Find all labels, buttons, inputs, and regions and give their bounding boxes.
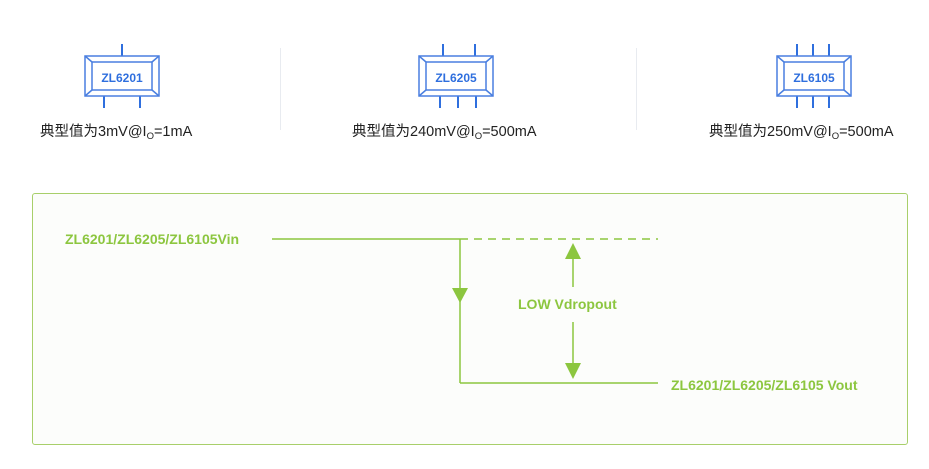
dropout-up-arrow-icon (565, 243, 581, 259)
dropout-label: LOW Vdropout (518, 296, 617, 312)
chip-zl6105-caption: 典型值为250mV@IO=500mA (709, 124, 894, 142)
dropout-down-arrow-icon (565, 363, 581, 379)
vout-label: ZL6201/ZL6205/ZL6105 Vout (671, 377, 858, 393)
chip-zl6105: ZL6105 (774, 40, 854, 110)
chip-zl6201-label: ZL6201 (101, 71, 143, 85)
drop-arrow-icon (452, 288, 468, 303)
vin-label: ZL6201/ZL6205/ZL6105Vin (65, 231, 240, 247)
chip-zl6205-caption: 典型值为240mV@IO=500mA (352, 124, 537, 142)
divider (280, 48, 281, 130)
chip-zl6105-symbol (776, 44, 852, 108)
divider (636, 48, 637, 130)
chip-zl6205-label: ZL6205 (435, 71, 477, 85)
chip-zl6201: ZL6201 (82, 40, 162, 110)
chip-zl6201-symbol (84, 44, 160, 108)
dropout-diagram-panel (32, 193, 908, 445)
chip-zl6201-caption: 典型值为3mV@IO=1mA (40, 124, 193, 142)
chip-zl6105-label: ZL6105 (793, 71, 835, 85)
chip-zl6205: ZL6205 (416, 40, 496, 110)
chip-zl6205-symbol (418, 44, 494, 108)
